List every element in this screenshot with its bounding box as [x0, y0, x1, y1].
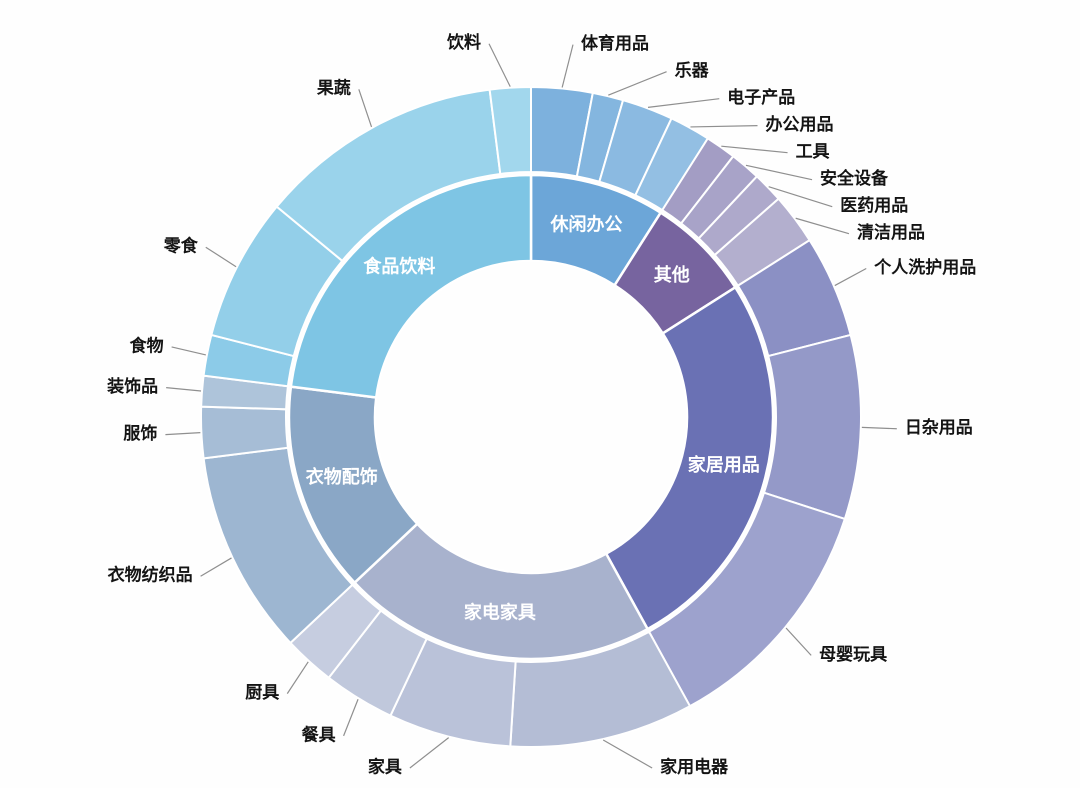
- outer-segment-label: 家用电器: [660, 756, 729, 776]
- leader-line: [200, 557, 232, 577]
- outer-segment-label: 餐具: [302, 724, 336, 744]
- leader-line: [768, 186, 833, 208]
- inner-segment-label: 食品饮料: [362, 255, 435, 276]
- outer-ring-segment: [488, 85, 532, 176]
- leader-line: [785, 627, 812, 656]
- leader-line: [608, 71, 667, 96]
- inner-ring-segment: [604, 285, 775, 631]
- outer-segment-label: 衣物纺织品: [108, 565, 193, 585]
- inner-segment-label: 家电家具: [464, 601, 536, 622]
- outer-segment-label: 零食: [163, 236, 199, 256]
- outer-segment-label: 日杂用品: [905, 417, 973, 437]
- outer-segment-label: 医药用品: [840, 195, 908, 215]
- outer-segment-label: 饮料: [446, 32, 481, 52]
- inner-ring-segment: [352, 522, 650, 661]
- outer-segment-label: 果蔬: [317, 79, 351, 98]
- inner-ring-segment: [289, 173, 533, 399]
- leader-line: [690, 125, 758, 128]
- leader-line: [488, 43, 511, 87]
- outer-segment-label: 电子产品: [727, 87, 795, 107]
- leader-line: [647, 98, 720, 108]
- leader-line: [343, 699, 359, 737]
- leader-line: [795, 217, 850, 235]
- inner-segment-label: 家居用品: [688, 454, 760, 475]
- outer-segment-label: 装饰品: [106, 376, 158, 396]
- outer-segment-label: 办公用品: [766, 114, 834, 134]
- leader-line: [171, 346, 207, 356]
- leader-line: [602, 739, 653, 769]
- leader-line: [286, 661, 309, 694]
- outer-segment-label: 清洁用品: [857, 222, 925, 242]
- inner-segment-label: 衣物配饰: [306, 466, 378, 487]
- inner-segment-label: 其他: [654, 264, 690, 285]
- leader-line: [561, 44, 574, 88]
- outer-segment-label: 安全设备: [820, 168, 889, 188]
- inner-segment-label: 休闲办公: [550, 214, 623, 235]
- outer-segment-label: 食物: [130, 335, 164, 355]
- outer-segment-label: 家具: [368, 756, 402, 776]
- outer-segment-label: 工具: [796, 142, 830, 161]
- leader-line: [165, 431, 201, 436]
- leader-line: [721, 145, 788, 154]
- leader-line: [834, 267, 867, 287]
- leader-line: [745, 164, 813, 181]
- leader-line: [409, 737, 450, 769]
- outer-segment-label: 乐器: [675, 61, 710, 80]
- outer-segment-label: 个人洗护用品: [873, 257, 976, 277]
- outer-segment-label: 服饰: [123, 423, 157, 443]
- leader-line: [205, 246, 237, 268]
- outer-segment-label: 厨具: [245, 683, 279, 702]
- leader-line: [166, 387, 202, 392]
- outer-segment-label: 体育用品: [581, 33, 649, 53]
- leader-line: [358, 89, 373, 128]
- leader-line: [861, 426, 897, 430]
- outer-ring-segment: [762, 333, 862, 521]
- outer-segment-label: 母婴玩具: [819, 645, 887, 664]
